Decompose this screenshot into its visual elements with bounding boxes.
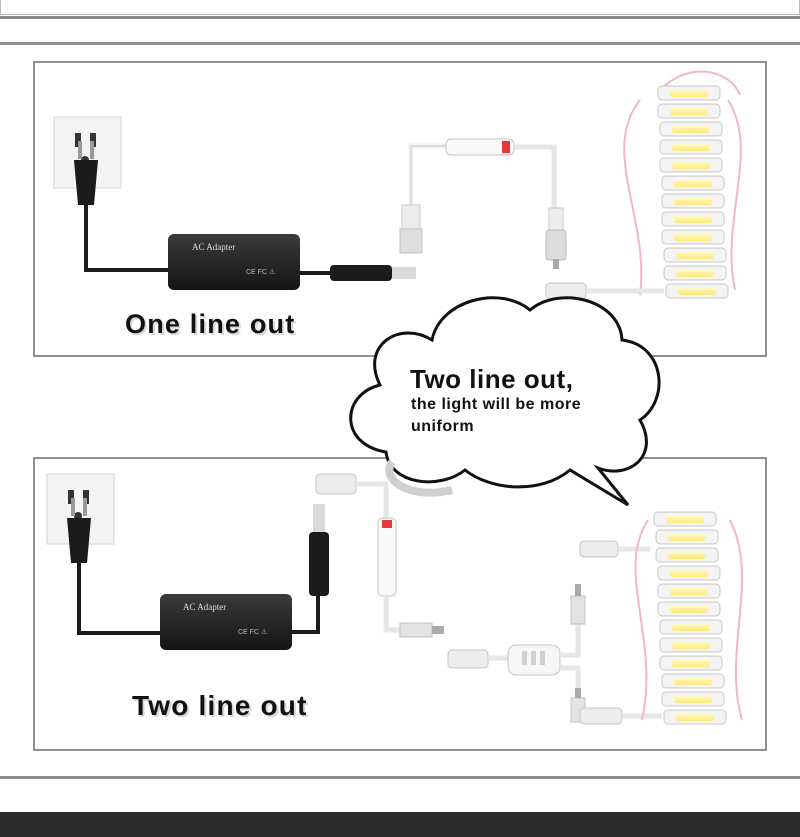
callout-subline-1: the light will be more — [411, 396, 582, 413]
led-modules-top — [545, 70, 742, 300]
footer-bar — [0, 812, 800, 837]
adapter-label-top: AC Adapter — [192, 242, 235, 252]
speech-cloud — [349, 296, 661, 507]
led-modules-bottom — [579, 511, 743, 725]
splitter-bottom — [447, 584, 586, 723]
power-plug-bottom — [67, 498, 160, 635]
label-one-line-out: One line out — [125, 309, 296, 339]
header-rule — [0, 42, 800, 45]
adapter-marks-bottom: CE FC ⚠ — [238, 628, 267, 636]
controller-top — [399, 138, 567, 269]
power-plug-top — [74, 141, 168, 272]
controller-bottom — [315, 473, 444, 638]
wall-outlet-bottom — [46, 473, 115, 545]
ac-adapter-bottom: AC Adapter CE FC ⚠ — [160, 504, 329, 650]
callout-headline: Two line out, — [410, 364, 574, 394]
ac-adapter-top: AC Adapter CE FC ⚠ — [168, 234, 416, 290]
adapter-label-bottom: AC Adapter — [183, 602, 226, 612]
callout-subline-2: uniform — [411, 418, 475, 435]
label-two-line-out: Two line out — [132, 690, 308, 721]
panel-one-line-out — [33, 61, 767, 357]
adapter-marks-top: CE FC ⚠ — [246, 268, 275, 276]
footer-rule — [0, 776, 800, 779]
speech-cloud-shape — [349, 296, 661, 507]
